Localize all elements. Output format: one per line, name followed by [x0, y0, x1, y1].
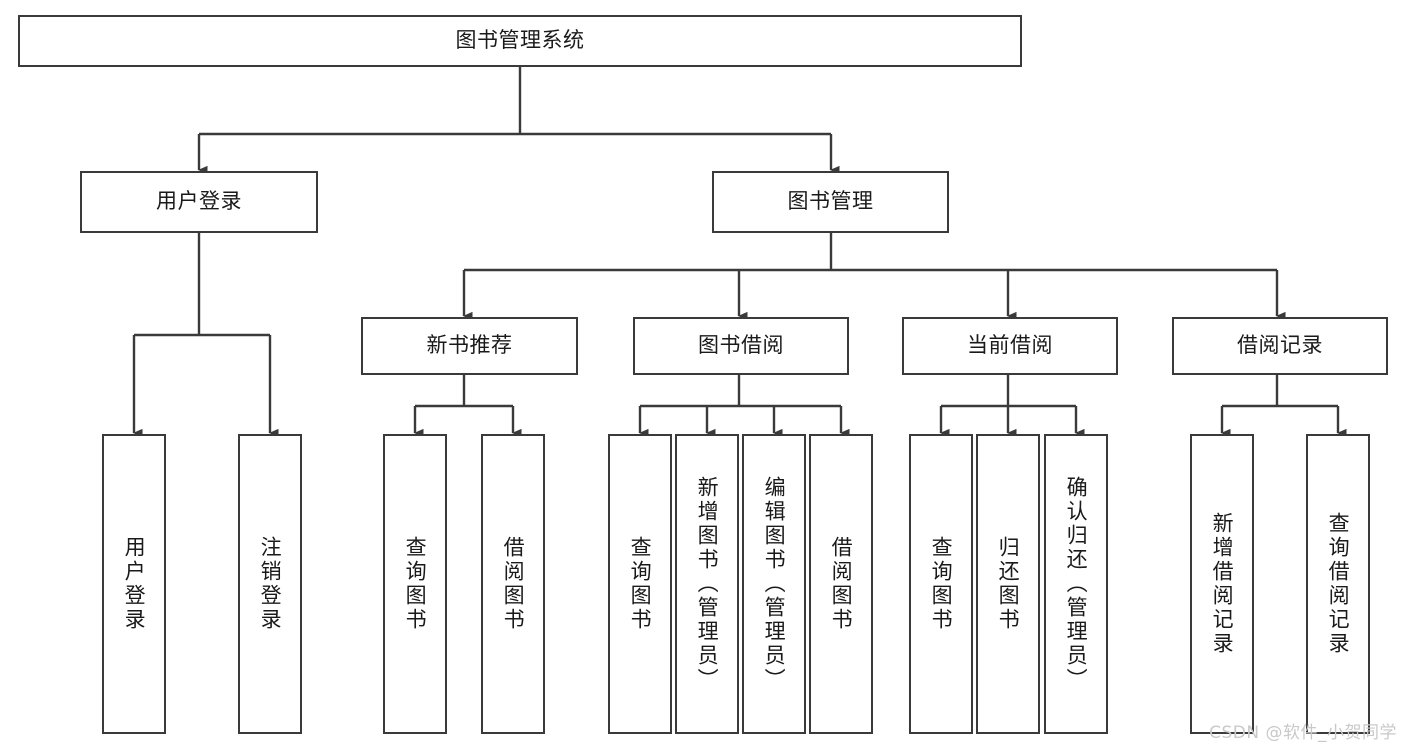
leaf-new-book-query[interactable]: 查询图书 — [383, 434, 447, 734]
leaf-current-borrow-return[interactable]: 归还图书 — [976, 434, 1040, 734]
leaf-label: 查询图书 — [628, 536, 653, 632]
leaf-book-borrow-query[interactable]: 查询图书 — [608, 434, 672, 734]
leaf-label: 借阅图书 — [829, 536, 854, 632]
leaf-current-borrow-query[interactable]: 查询图书 — [909, 434, 973, 734]
node-book-management[interactable]: 图书管理 — [712, 171, 949, 233]
node-new-book-recommend[interactable]: 新书推荐 — [361, 317, 578, 375]
leaf-label: 查询图书 — [403, 536, 428, 632]
leaf-label: 编辑图书（管理员） — [762, 476, 787, 692]
leaf-new-book-borrow[interactable]: 借阅图书 — [481, 434, 545, 734]
leaf-label: 新增借阅记录 — [1210, 512, 1235, 656]
leaf-book-borrow-add[interactable]: 新增图书（管理员） — [675, 434, 739, 734]
leaf-label: 归还图书 — [996, 536, 1021, 632]
leaf-label: 查询借阅记录 — [1326, 512, 1351, 656]
leaf-label: 查询图书 — [929, 536, 954, 632]
leaf-label: 用户登录 — [122, 536, 147, 632]
node-user-login[interactable]: 用户登录 — [80, 171, 318, 233]
leaf-book-borrow-lend[interactable]: 借阅图书 — [809, 434, 873, 734]
leaf-borrow-record-add[interactable]: 新增借阅记录 — [1190, 434, 1254, 734]
node-current-borrow[interactable]: 当前借阅 — [902, 317, 1118, 375]
leaf-label: 注销登录 — [258, 536, 283, 632]
leaf-borrow-record-query[interactable]: 查询借阅记录 — [1306, 434, 1370, 734]
node-book-borrow[interactable]: 图书借阅 — [633, 317, 849, 375]
leaf-label: 借阅图书 — [501, 536, 526, 632]
leaf-user-login-signin[interactable]: 用户登录 — [102, 434, 166, 734]
leaf-label: 新增图书（管理员） — [695, 476, 720, 692]
leaf-user-login-signout[interactable]: 注销登录 — [238, 434, 302, 734]
leaf-current-borrow-confirm[interactable]: 确认归还（管理员） — [1044, 434, 1108, 734]
leaf-label: 确认归还（管理员） — [1064, 476, 1089, 692]
node-root-system[interactable]: 图书管理系统 — [18, 15, 1022, 67]
node-borrow-record[interactable]: 借阅记录 — [1172, 317, 1388, 375]
leaf-book-borrow-edit[interactable]: 编辑图书（管理员） — [742, 434, 806, 734]
watermark-text: CSDN @软件_小贺同学 — [1209, 723, 1397, 743]
